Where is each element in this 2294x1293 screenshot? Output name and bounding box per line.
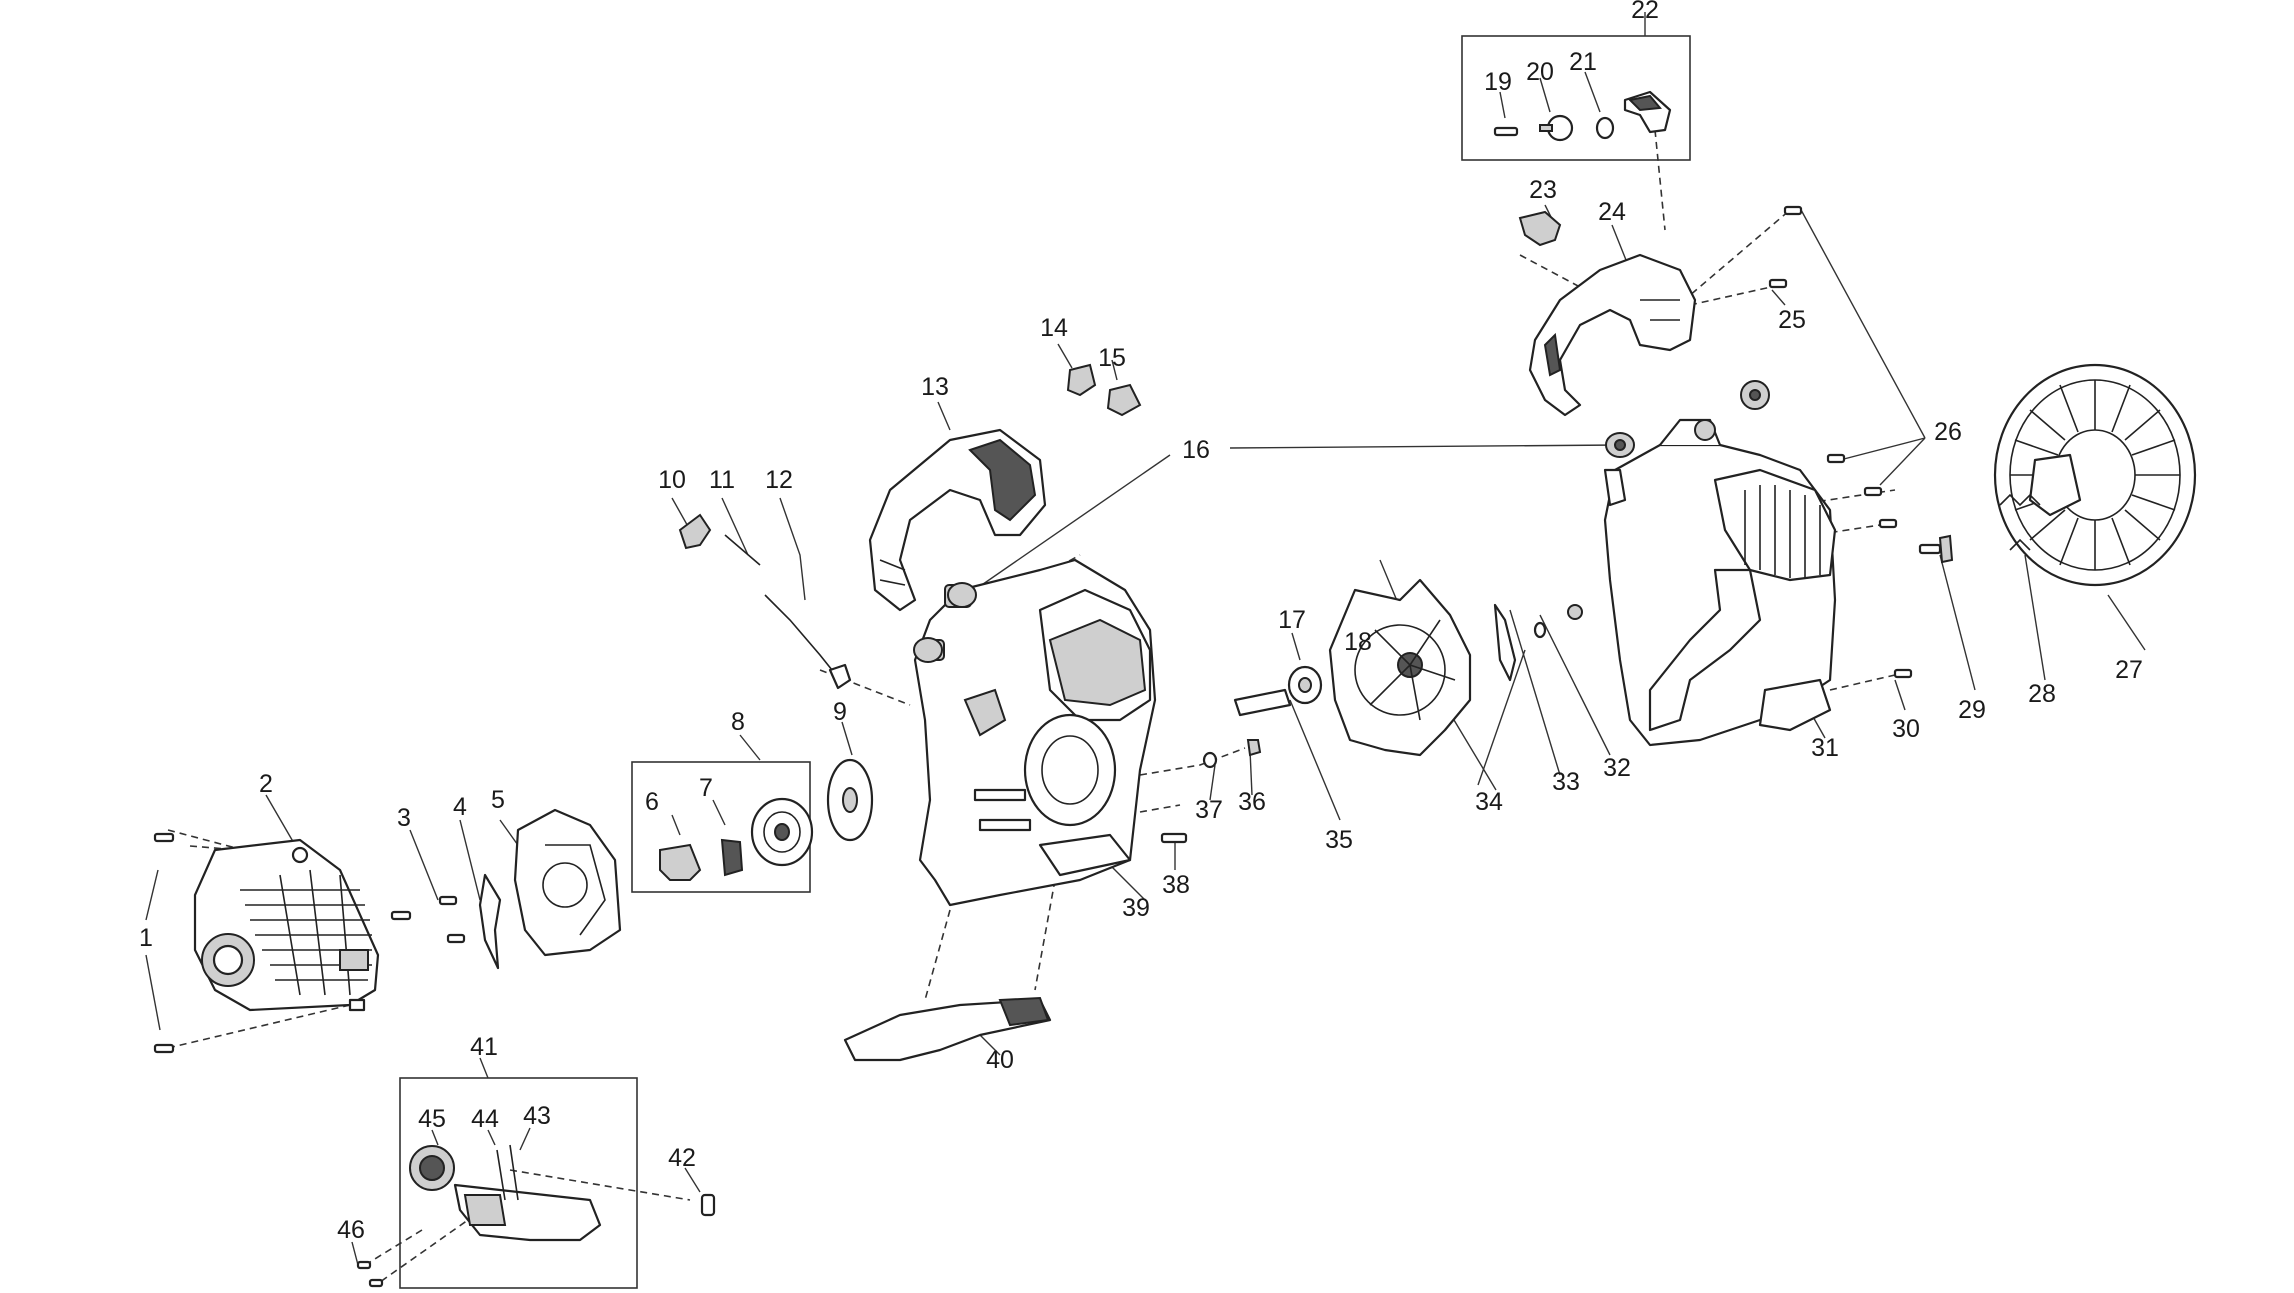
callout-14: 14 [1040, 314, 1068, 342]
part-gasket [478, 873, 502, 970]
part-rear-grille [1993, 363, 2197, 587]
callout-4: 4 [453, 793, 467, 821]
callout-24: 24 [1598, 198, 1626, 226]
part-nuts-16-left [913, 582, 977, 663]
part-housing-right [1567, 418, 1837, 747]
part-screws-cover [153, 832, 175, 1054]
callout-45: 45 [418, 1105, 446, 1133]
callout-6: 6 [645, 788, 659, 816]
part-starter-pulley [659, 797, 814, 881]
callout-23: 23 [1529, 176, 1557, 204]
callout-5: 5 [491, 786, 505, 814]
part-cap-assembly [409, 1144, 602, 1242]
callout-10: 10 [658, 466, 686, 494]
callout-42: 42 [668, 1144, 696, 1172]
callout-11: 11 [709, 466, 735, 494]
callout-35: 35 [1325, 826, 1353, 854]
part-lever-22 [1623, 90, 1672, 134]
callout-31: 31 [1811, 734, 1839, 762]
callout-7: 7 [699, 774, 713, 802]
group-box-22 [1461, 35, 1691, 161]
callout-26: 26 [1934, 418, 1962, 446]
callout-29: 29 [1958, 696, 1986, 724]
callout-39: 39 [1122, 894, 1150, 922]
callout-22: 22 [1631, 0, 1659, 24]
part-switch-15 [1106, 383, 1142, 417]
callout-9: 9 [833, 698, 847, 726]
part-screws-25-26 [1768, 205, 1913, 679]
callout-44: 44 [471, 1105, 499, 1133]
part-plate-33 [1493, 603, 1517, 682]
part-nut-16a [1605, 432, 1635, 458]
callout-33: 33 [1552, 768, 1580, 796]
part-screw-29 [1918, 534, 1954, 564]
part-switch-14 [1066, 363, 1097, 397]
part-impeller [1328, 578, 1472, 757]
callout-36: 36 [1238, 788, 1266, 816]
callout-27: 27 [2115, 656, 2143, 684]
callout-40: 40 [986, 1046, 1014, 1074]
leader-lines [145, 12, 2146, 1266]
part-plug-42 [700, 1193, 716, 1217]
part-washer-32 [1533, 621, 1547, 639]
callout-18: 18 [1344, 628, 1372, 656]
part-screws-3 [390, 895, 466, 944]
callout-12: 12 [765, 466, 793, 494]
callout-30: 30 [1892, 715, 1920, 743]
part-throttle-lever [678, 513, 852, 690]
callout-1: 1 [139, 924, 153, 952]
callout-37: 37 [1195, 796, 1223, 824]
callout-46: 46 [337, 1216, 365, 1244]
callout-8: 8 [731, 708, 745, 736]
part-pin-19 [1493, 126, 1519, 137]
part-screws-46 [356, 1260, 384, 1288]
part-trigger-23 [1518, 210, 1562, 247]
callout-labels: 1 2 3 4 5 6 7 8 9 10 11 12 13 14 15 16 1… [139, 0, 2143, 1244]
callout-34: 34 [1475, 788, 1503, 816]
callout-15: 15 [1098, 344, 1126, 372]
part-handle [868, 428, 1047, 612]
callout-20: 20 [1526, 58, 1554, 86]
callout-41: 41 [470, 1033, 498, 1061]
callout-21: 21 [1569, 48, 1597, 76]
part-cover-grille [193, 838, 380, 1012]
callout-16: 16 [1182, 436, 1210, 464]
callout-25: 25 [1778, 306, 1806, 334]
part-spring-28 [1999, 493, 2041, 551]
part-housing-left [913, 558, 1157, 907]
part-tube-40 [843, 996, 1052, 1062]
callout-13: 13 [921, 373, 949, 401]
group-box-41 [399, 1077, 638, 1289]
callout-17: 17 [1278, 606, 1306, 634]
part-fan-cover [513, 808, 622, 957]
callout-28: 28 [2028, 680, 2056, 708]
callout-2: 2 [259, 770, 273, 798]
part-knob-20 [1539, 114, 1574, 142]
part-handle-top [1528, 253, 1697, 417]
part-screws-36-38 [1160, 739, 1262, 844]
part-bushing-17 [1287, 665, 1323, 705]
part-washer-9 [826, 758, 874, 842]
callout-32: 32 [1603, 754, 1631, 782]
callout-38: 38 [1162, 871, 1190, 899]
part-nut-16b [1740, 380, 1770, 410]
part-shaft-35 [1233, 688, 1292, 717]
callout-43: 43 [523, 1102, 551, 1130]
callout-3: 3 [397, 804, 411, 832]
callout-19: 19 [1484, 68, 1512, 96]
part-ring-21 [1595, 116, 1615, 140]
